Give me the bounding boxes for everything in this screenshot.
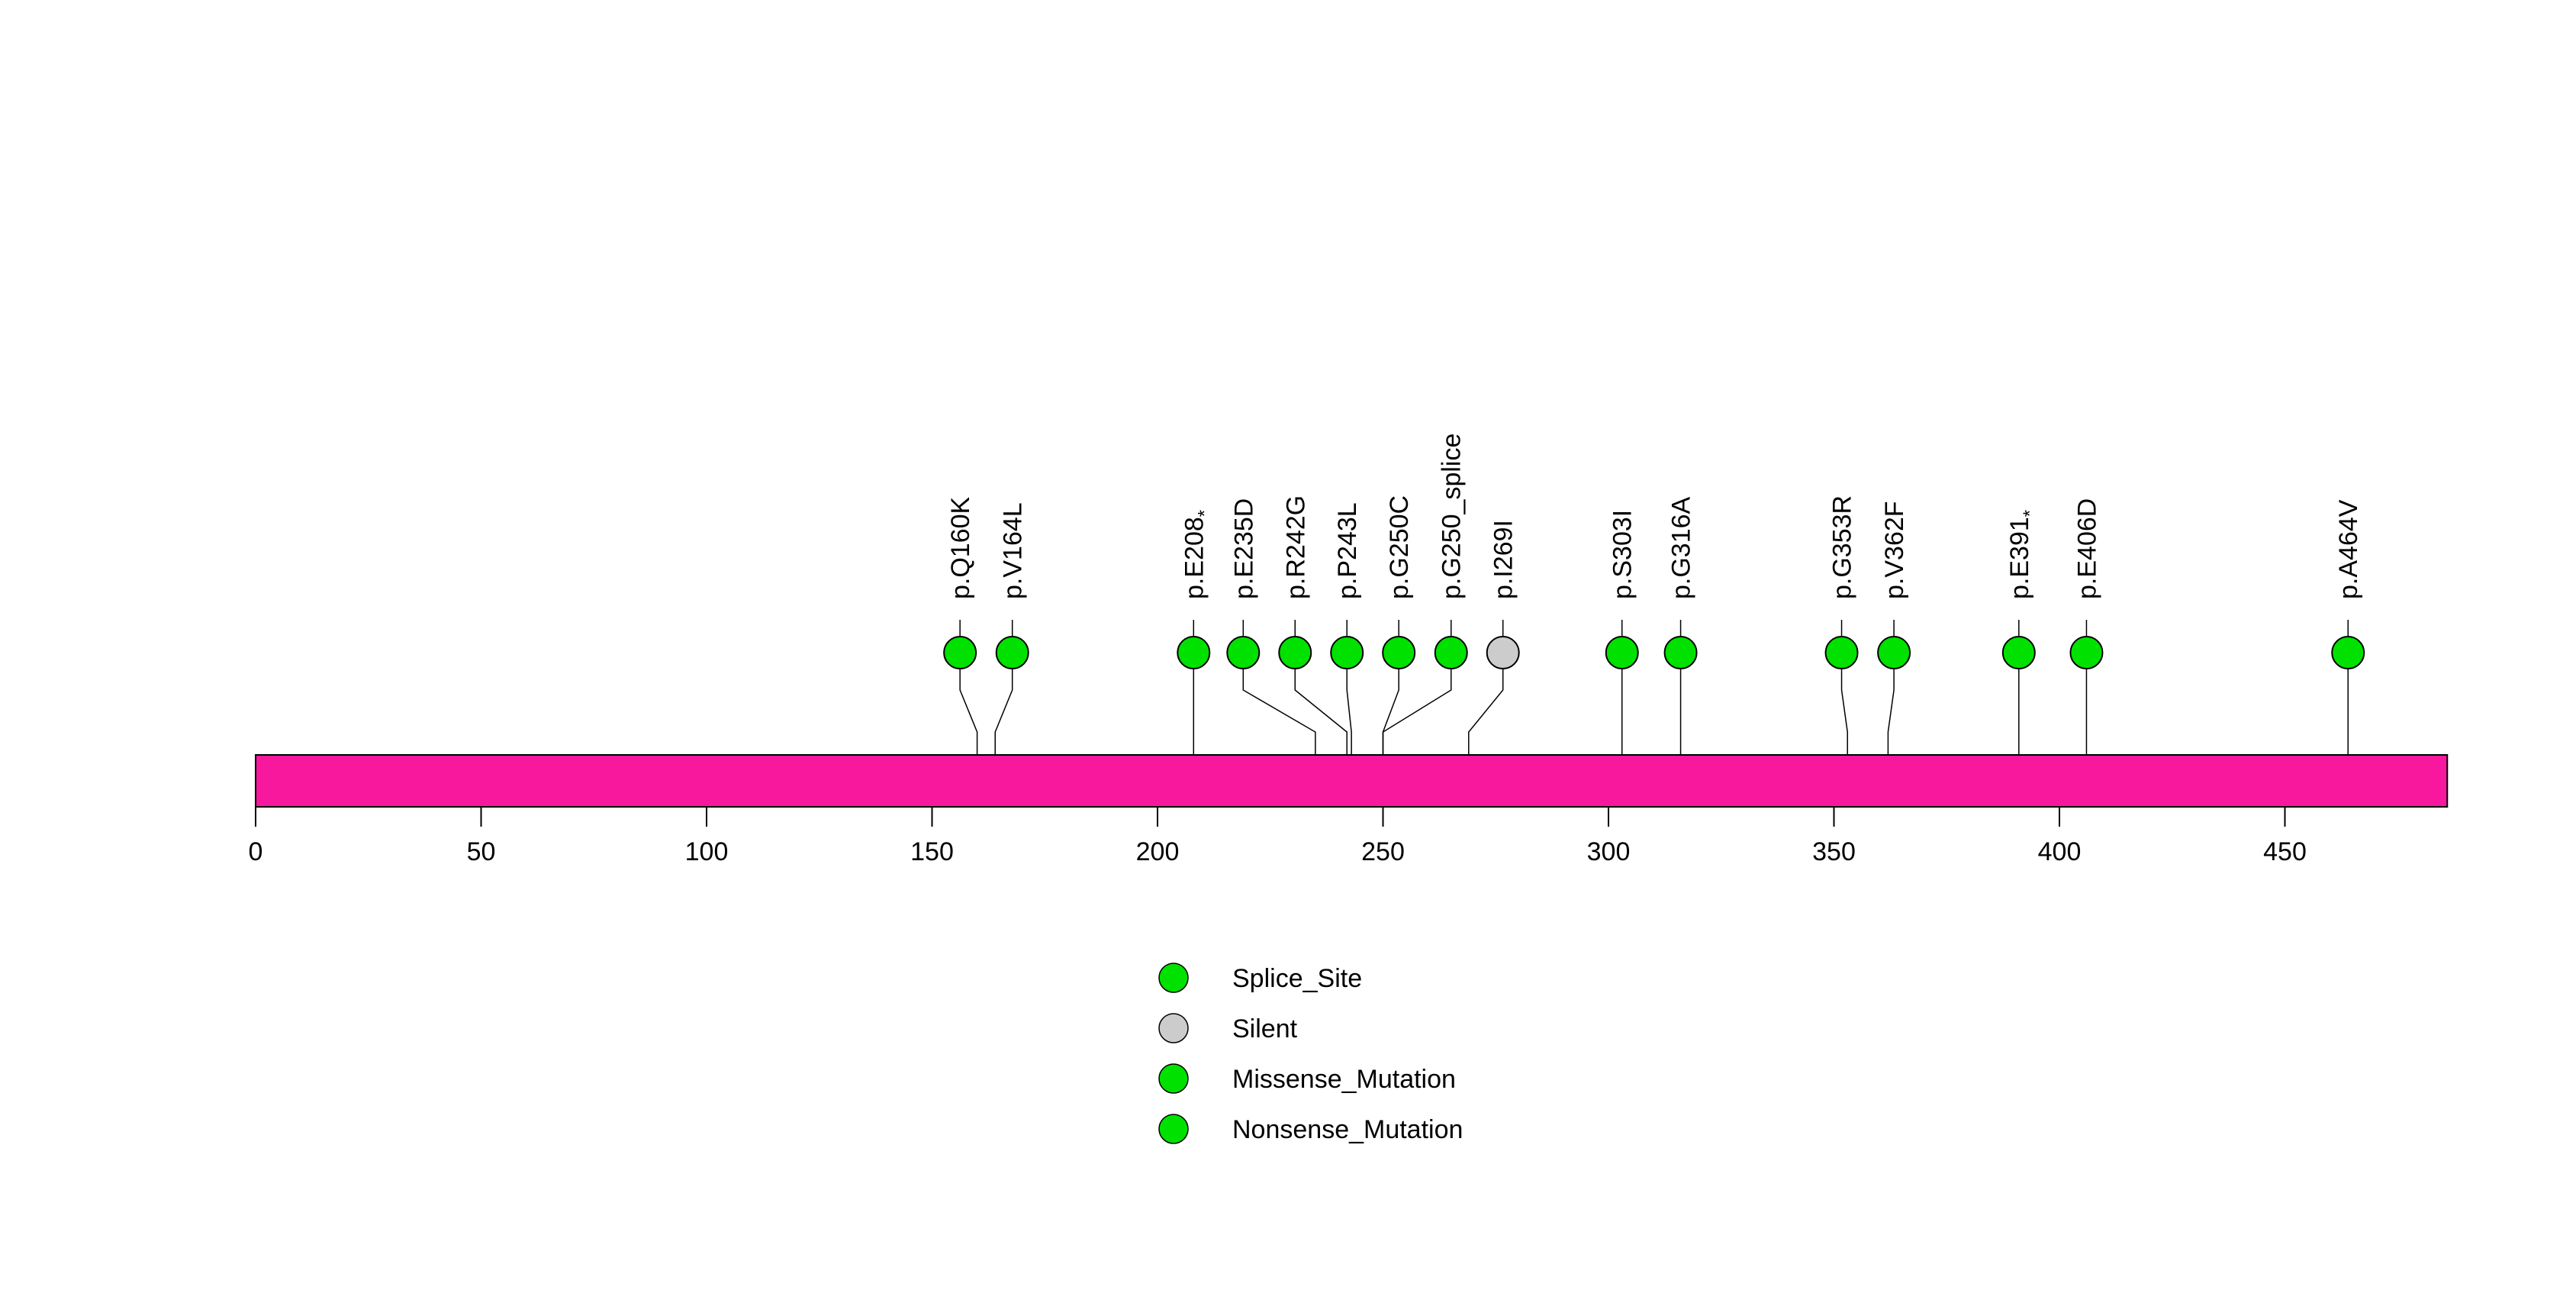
axis-tick-label: 150 bbox=[910, 837, 954, 866]
mutation-circle bbox=[2331, 636, 2365, 669]
legend-item: Missense_Mutation bbox=[1158, 1063, 1456, 1094]
mutation-label: p.V164L bbox=[999, 502, 1028, 599]
mutation-circles bbox=[943, 636, 2365, 669]
mutation-circle bbox=[1824, 636, 1859, 669]
mutation-circle bbox=[2001, 636, 2036, 669]
mutation-label: p.E391* bbox=[2005, 510, 2040, 599]
axis-tick-label: 400 bbox=[2038, 837, 2082, 866]
mutation-circle bbox=[1434, 636, 1468, 669]
mutation-label: p.G316A bbox=[1667, 496, 1696, 599]
mutation-label: p.Q160K bbox=[946, 496, 975, 599]
mutation-circle bbox=[943, 636, 977, 669]
mutation-circle bbox=[1877, 636, 1911, 669]
legend-item: Silent bbox=[1158, 1013, 1298, 1043]
axis-tick-label: 450 bbox=[2263, 837, 2307, 866]
mutation-circle bbox=[1278, 636, 1312, 669]
mutation-label: p.G250_splice bbox=[1438, 434, 1467, 599]
axis-tick-label: 350 bbox=[1812, 837, 1856, 866]
legend-circle-splice-site-icon bbox=[1158, 963, 1189, 993]
axis-tick-label: 250 bbox=[1361, 837, 1405, 866]
legend-circle-missense-icon bbox=[1158, 1063, 1189, 1094]
mutation-circle bbox=[1663, 636, 1698, 669]
mutation-label: p.G250C bbox=[1385, 495, 1414, 599]
legend-item: Splice_Site bbox=[1158, 963, 1362, 993]
axis-tick-label: 200 bbox=[1136, 837, 1180, 866]
x-axis: 0 50 100 150 200 250 300 350 400 450 bbox=[249, 807, 2307, 866]
legend-circle-nonsense-icon bbox=[1158, 1114, 1189, 1144]
protein-domain-bar bbox=[255, 754, 2449, 808]
axis-tick-label: 0 bbox=[249, 837, 263, 866]
mutation-circle bbox=[1382, 636, 1416, 669]
axis-tick-label: 100 bbox=[685, 837, 729, 866]
mutation-label: p.E235D bbox=[1229, 498, 1258, 599]
legend-label-missense: Missense_Mutation bbox=[1232, 1065, 1456, 1094]
mutation-circle bbox=[1605, 636, 1639, 669]
mutation-labels: p.Q160K p.V164L p.E208* p.E235D p.R242G p.P24… bbox=[946, 434, 2363, 599]
mutation-label: p.E208* bbox=[1180, 510, 1215, 599]
legend-label-nonsense: Nonsense_Mutation bbox=[1232, 1115, 1463, 1144]
protein-bar bbox=[255, 754, 2449, 808]
mutation-label: p.V362F bbox=[1880, 501, 1909, 599]
mutation-label: p.R242G bbox=[1281, 495, 1310, 599]
legend-label-splice-site: Splice_Site bbox=[1232, 964, 1362, 993]
mutation-circle bbox=[1330, 636, 1364, 669]
legend: Splice_Site Silent Missense_Mutation Non… bbox=[1158, 963, 1463, 1144]
mutation-label: p.S303I bbox=[1608, 510, 1637, 599]
mutation-circle bbox=[1177, 636, 1211, 669]
mutation-circle bbox=[1486, 636, 1520, 669]
mutation-label: p.I269I bbox=[1489, 520, 1518, 599]
mutation-circle bbox=[2069, 636, 2104, 669]
mutation-label: p.G353R bbox=[1828, 495, 1857, 599]
legend-item: Nonsense_Mutation bbox=[1158, 1114, 1463, 1144]
legend-label-silent: Silent bbox=[1232, 1014, 1298, 1043]
mutation-circle bbox=[995, 636, 1029, 669]
mutation-label: p.P243L bbox=[1333, 502, 1362, 599]
mutation-label: p.E406D bbox=[2072, 498, 2101, 599]
mutation-label: p.A464V bbox=[2334, 499, 2363, 599]
legend-circle-silent-icon bbox=[1158, 1013, 1189, 1043]
axis-tick-label: 300 bbox=[1587, 837, 1631, 866]
mutation-circle bbox=[1226, 636, 1261, 669]
axis-tick-label: 50 bbox=[467, 837, 496, 866]
